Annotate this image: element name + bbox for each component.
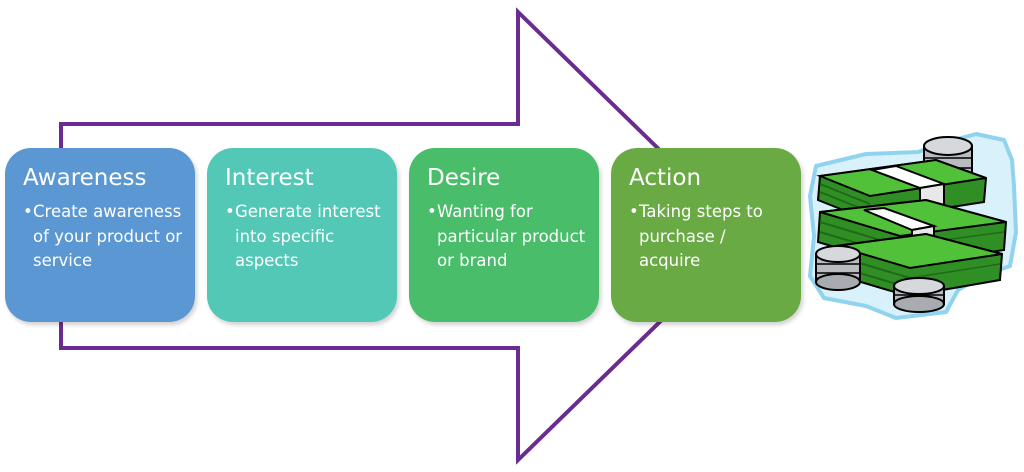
stage-action: Action •Taking steps to purchase / acqui… [611, 148, 801, 322]
stage-description: Generate interest into specific aspects [235, 202, 381, 270]
stage-bullet-list: •Create awareness of your product or ser… [23, 200, 185, 274]
stage-description: Create awareness of your product or serv… [33, 202, 183, 270]
bullet-marker: • [629, 202, 639, 221]
stage-bullet-item: •Create awareness of your product or ser… [23, 200, 185, 274]
stage-title: Desire [427, 165, 501, 191]
stage-title: Action [629, 165, 702, 191]
stage-description: Wanting for particular product or brand [437, 202, 586, 270]
stage-description: Taking steps to purchase / acquire [639, 202, 763, 270]
bullet-marker: • [225, 202, 235, 221]
coin-stack-bottom [893, 277, 945, 313]
stage-title: Awareness [23, 165, 147, 191]
stage-desire: Desire •Wanting for particular product o… [409, 148, 599, 322]
money-stack-icon [808, 132, 1018, 320]
stage-title: Interest [225, 165, 314, 191]
stage-bullet-item: •Taking steps to purchase / acquire [629, 200, 791, 274]
process-arrow-outline [59, 7, 751, 465]
bullet-marker: • [23, 202, 33, 221]
bill-stack-front [832, 232, 1004, 298]
stage-bullet-item: •Generate interest into specific aspects [225, 200, 387, 274]
stage-bullet-list: •Wanting for particular product or brand [427, 200, 589, 274]
stage-bullet-list: •Taking steps to purchase / acquire [629, 200, 791, 274]
coin-stack-left [815, 245, 861, 291]
stage-bullet-list: •Generate interest into specific aspects [225, 200, 387, 274]
stage-bullet-item: •Wanting for particular product or brand [427, 200, 589, 274]
bullet-marker: • [427, 202, 437, 221]
stage-awareness: Awareness •Create awareness of your prod… [5, 148, 195, 322]
stage-interest: Interest •Generate interest into specifi… [207, 148, 397, 322]
